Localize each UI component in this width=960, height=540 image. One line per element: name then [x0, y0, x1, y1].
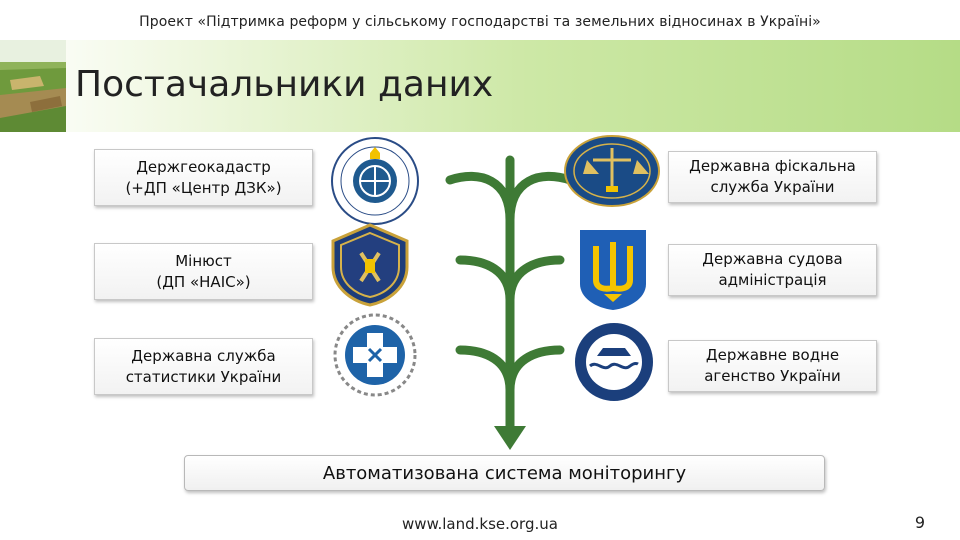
slide-title: Постачальники даних: [75, 64, 494, 105]
geocadastre-seal-icon: [331, 137, 419, 225]
footer-url[interactable]: www.land.kse.org.ua: [402, 515, 558, 533]
provider-justice-label: Мінюст (ДП «НАІС»): [156, 251, 251, 291]
provider-court-admin-label: Державна судова адміністрація: [702, 250, 843, 289]
data-flow-tree: [445, 155, 575, 450]
provider-justice: Мінюст (ДП «НАІС»): [94, 243, 313, 300]
trident-coat-of-arms-icon: [580, 230, 646, 310]
page-number: 9: [914, 513, 926, 532]
title-band: [0, 40, 960, 132]
provider-geocadastre-label: Держгеокадастр (+ДП «Центр ДЗК»): [125, 157, 282, 197]
project-header: Проект «Підтримка реформ у сільському го…: [139, 14, 821, 30]
farmland-photo: [0, 40, 66, 132]
fiscal-service-emblem-icon: [564, 135, 660, 207]
justice-shield-icon: [331, 223, 409, 307]
provider-geocadastre: Держгеокадастр (+ДП «Центр ДЗК»): [94, 149, 313, 206]
statistics-emblem-icon: [333, 313, 417, 397]
provider-court-admin: Державна судова адміністрація: [668, 244, 877, 296]
provider-statistics-label: Державна служба статистики України: [125, 346, 282, 386]
monitoring-system-box: Автоматизована система моніторингу: [184, 455, 825, 491]
provider-fiscal: Державна фіскальна служба України: [668, 151, 877, 203]
provider-water: Державне водне агенство України: [668, 340, 877, 392]
provider-fiscal-label: Державна фіскальна служба України: [689, 157, 856, 196]
water-agency-seal-icon: [573, 321, 655, 403]
provider-water-label: Державне водне агенство України: [704, 346, 841, 385]
provider-statistics: Державна служба статистики України: [94, 338, 313, 395]
monitoring-system-label: Автоматизована система моніторингу: [322, 462, 687, 484]
